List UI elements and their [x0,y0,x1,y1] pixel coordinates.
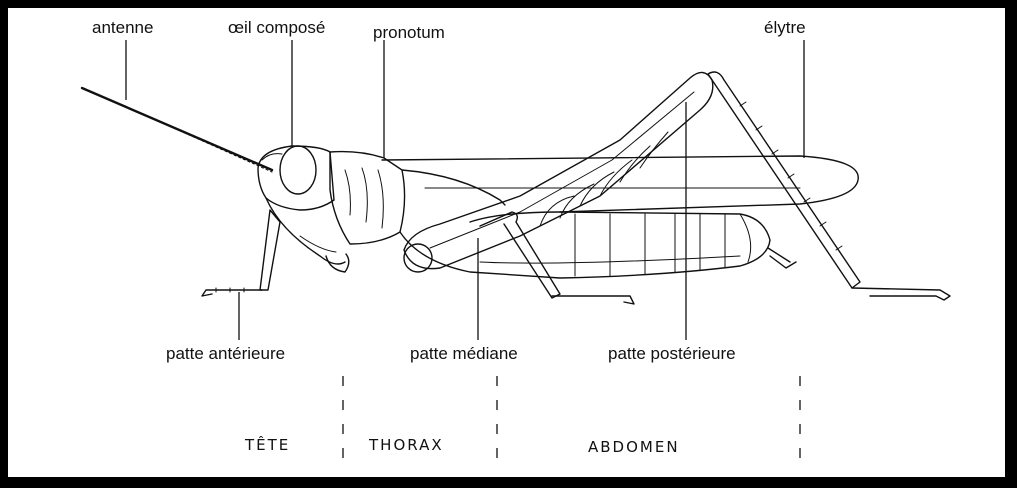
elytra-shape [382,156,858,212]
compound-eye-shape [280,146,316,194]
label-patte-anterieure: patte antérieure [166,344,285,364]
label-oeil-compose: œil composé [228,18,325,38]
grasshopper-illustration [8,8,1005,477]
antenna-shape [82,88,272,172]
hind-tibia-shape [708,72,860,288]
label-patte-mediane: patte médiane [410,344,518,364]
label-pronotum: pronotum [373,23,445,43]
section-label-thorax: THORAX [369,436,444,454]
front-leg-shape [260,210,280,290]
label-antenne: antenne [92,18,153,38]
label-elytre: élytre [764,18,806,38]
label-patte-posterieure: patte postérieure [608,344,736,364]
head-shape [258,146,334,210]
abdomen-shape [400,212,770,278]
section-label-abdomen: ABDOMEN [588,438,680,456]
hind-femur-shape [404,72,713,268]
diagram-canvas: antenne œil composé pronotum élytre patt… [8,8,1005,477]
middle-leg-shape [480,212,560,298]
section-label-tete: TÊTE [245,436,290,454]
